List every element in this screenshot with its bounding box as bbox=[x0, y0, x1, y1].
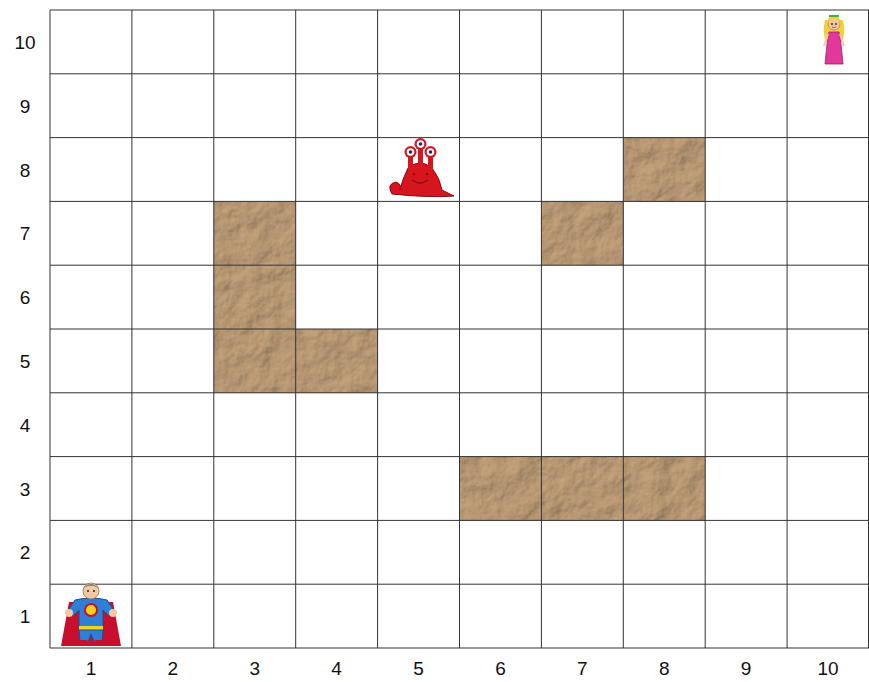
princess-dress bbox=[825, 32, 843, 64]
princess-arm bbox=[840, 34, 844, 46]
monster-eye-head bbox=[405, 146, 417, 158]
row-number: 8 bbox=[20, 160, 31, 179]
monster-mouth bbox=[412, 180, 428, 183]
column-number: 9 bbox=[741, 659, 752, 678]
wall-texture bbox=[214, 201, 460, 392]
grid-line bbox=[50, 520, 869, 521]
row-number: 10 bbox=[14, 32, 35, 51]
hero-head bbox=[83, 583, 99, 599]
row-number: 6 bbox=[20, 288, 31, 307]
hero-eye bbox=[93, 590, 95, 592]
princess-band bbox=[829, 15, 839, 17]
row-number: 7 bbox=[20, 224, 31, 243]
princess-hair bbox=[827, 16, 841, 24]
column-number: 1 bbox=[86, 659, 97, 678]
monster-eye bbox=[427, 148, 435, 156]
princess-eye bbox=[835, 23, 837, 25]
column-number: 5 bbox=[413, 659, 424, 678]
column-number: 6 bbox=[495, 659, 506, 678]
row-number: 5 bbox=[20, 351, 31, 370]
monster-pupil bbox=[409, 150, 413, 154]
monster-spot bbox=[413, 173, 415, 175]
column-number: 3 bbox=[249, 659, 260, 678]
grid-line bbox=[50, 265, 869, 266]
monster-eye bbox=[417, 140, 425, 148]
column-number: 4 bbox=[331, 659, 342, 678]
column-number: 7 bbox=[577, 659, 588, 678]
hero-belt bbox=[79, 626, 103, 630]
hero-body bbox=[67, 598, 115, 630]
monster-body bbox=[390, 163, 454, 197]
hero-eye bbox=[87, 590, 89, 592]
row-number: 2 bbox=[20, 543, 31, 562]
grid-line bbox=[50, 456, 869, 457]
grid-line bbox=[50, 648, 869, 649]
hero-boot bbox=[94, 640, 104, 646]
hero-fist bbox=[65, 609, 73, 617]
column-number: 10 bbox=[817, 659, 838, 678]
grid-line bbox=[50, 73, 869, 74]
princess-eye bbox=[831, 23, 833, 25]
grid-line bbox=[50, 137, 869, 138]
row-number: 3 bbox=[20, 479, 31, 498]
grid-line bbox=[50, 10, 869, 11]
princess-arm bbox=[824, 34, 828, 46]
row-number: 9 bbox=[20, 96, 31, 115]
grid-line bbox=[50, 201, 869, 202]
grid-line bbox=[50, 584, 869, 585]
row-number: 1 bbox=[20, 607, 31, 626]
monster-pupil bbox=[419, 142, 423, 146]
wall-texture-patch bbox=[214, 201, 460, 392]
monster-eye-head bbox=[415, 138, 427, 150]
wall-cell bbox=[541, 201, 623, 265]
wall-texture-patch bbox=[460, 457, 706, 521]
monster-eye bbox=[407, 148, 415, 156]
grid-line bbox=[50, 392, 869, 393]
grid-line bbox=[50, 329, 869, 330]
superhero-figure bbox=[61, 583, 121, 646]
princess-mouth bbox=[832, 27, 836, 29]
grid-lines bbox=[50, 10, 869, 648]
monster-spot bbox=[426, 173, 428, 175]
hero-emblem bbox=[85, 604, 97, 616]
hero-hair bbox=[83, 584, 99, 589]
hero-fist bbox=[109, 609, 117, 617]
monster-pupil bbox=[429, 150, 433, 154]
princess-figure bbox=[824, 15, 845, 64]
row-number: 4 bbox=[20, 415, 31, 434]
wall-texture-patch bbox=[541, 201, 623, 265]
column-number: 8 bbox=[659, 659, 670, 678]
monster-figure bbox=[390, 138, 454, 197]
hero-boot bbox=[78, 640, 88, 646]
column-number: 2 bbox=[168, 659, 179, 678]
monster-eye-head bbox=[425, 146, 437, 158]
wall-cell bbox=[623, 138, 705, 202]
wall-texture-patch bbox=[623, 138, 705, 202]
